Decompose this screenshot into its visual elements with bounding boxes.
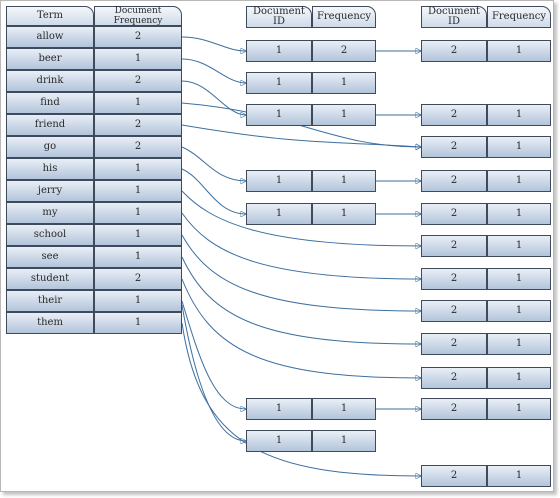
arrow-drink bbox=[181, 80, 246, 115]
arrow-their bbox=[181, 300, 246, 409]
doc2-document-id-header: Document ID bbox=[421, 6, 487, 28]
posting-doc1-beer-1-doc-id: 1 bbox=[246, 72, 312, 94]
posting-doc2-see-8-doc-id: 2 bbox=[421, 333, 487, 355]
document-frequency-cell-jerry: 1 bbox=[94, 180, 182, 202]
document-frequency-cell-my: 1 bbox=[94, 202, 182, 224]
posting-doc2-his-3-doc-id: 2 bbox=[421, 170, 487, 192]
arrow-allow bbox=[181, 36, 246, 51]
term-cell-friend: friend bbox=[6, 114, 94, 136]
doc2-frequency-header: Frequency bbox=[487, 6, 551, 28]
document-frequency-cell-student: 2 bbox=[94, 268, 182, 290]
posting-doc1-beer-1-freq: 1 bbox=[312, 72, 376, 94]
document-frequency-cell-see: 1 bbox=[94, 246, 182, 268]
term-cell-school: school bbox=[6, 224, 94, 246]
term-cell-their: their bbox=[6, 290, 94, 312]
term-cell-beer: beer bbox=[6, 48, 94, 70]
arrow-my bbox=[181, 212, 421, 279]
term-cell-allow: allow bbox=[6, 26, 94, 48]
term-cell-my: my bbox=[6, 202, 94, 224]
term-cell-his: his bbox=[6, 158, 94, 180]
posting-doc2-school-7-doc-id: 2 bbox=[421, 300, 487, 322]
posting-doc2-friend-2-doc-id: 2 bbox=[421, 136, 487, 158]
term-cell-jerry: jerry bbox=[6, 180, 94, 202]
posting-doc2-find-1-doc-id: 2 bbox=[421, 104, 487, 126]
posting-doc2-them-11-doc-id: 2 bbox=[421, 465, 487, 487]
posting-doc1-allow-0-freq: 2 bbox=[312, 40, 376, 62]
document-frequency-cell-their: 1 bbox=[94, 290, 182, 312]
posting-doc2-go-5-freq: 1 bbox=[487, 235, 551, 257]
term-cell-drink: drink bbox=[6, 70, 94, 92]
document-frequency-cell-school: 1 bbox=[94, 224, 182, 246]
arrow-jerry bbox=[181, 190, 421, 246]
posting-doc2-allow-0-freq: 1 bbox=[487, 40, 551, 62]
arrow-see bbox=[181, 256, 421, 344]
posting-doc2-my-6-doc-id: 2 bbox=[421, 268, 487, 290]
document-frequency-cell-go: 2 bbox=[94, 136, 182, 158]
arrow-beer bbox=[181, 58, 246, 83]
posting-doc1-his-3-freq: 1 bbox=[312, 170, 376, 192]
posting-doc2-friend-9-freq: 1 bbox=[487, 367, 551, 389]
posting-doc2-find-1-freq: 1 bbox=[487, 104, 551, 126]
arrow-friend bbox=[181, 124, 421, 147]
posting-doc1-his-3-doc-id: 1 bbox=[246, 170, 312, 192]
arrow-go bbox=[181, 146, 246, 181]
posting-doc1-jerry-4-doc-id: 1 bbox=[246, 203, 312, 225]
posting-doc1-drink-2-doc-id: 1 bbox=[246, 104, 312, 126]
term-cell-them: them bbox=[6, 312, 94, 334]
term-cell-see: see bbox=[6, 246, 94, 268]
posting-doc1-student-5-freq: 1 bbox=[312, 398, 376, 420]
document-frequency-column-header: Document Frequency bbox=[94, 6, 182, 26]
posting-doc2-friend-9-doc-id: 2 bbox=[421, 367, 487, 389]
posting-doc2-jerry-4-doc-id: 2 bbox=[421, 203, 487, 225]
posting-doc2-jerry-4-freq: 1 bbox=[487, 203, 551, 225]
term-cell-student: student bbox=[6, 268, 94, 290]
arrow-his bbox=[181, 168, 246, 214]
posting-doc2-student-10-freq: 1 bbox=[487, 398, 551, 420]
arrow-their-2 bbox=[181, 304, 246, 441]
term-cell-go: go bbox=[6, 136, 94, 158]
posting-doc2-them-11-freq: 1 bbox=[487, 465, 551, 487]
posting-doc2-school-7-freq: 1 bbox=[487, 300, 551, 322]
document-frequency-cell-his: 1 bbox=[94, 158, 182, 180]
posting-doc2-his-3-freq: 1 bbox=[487, 170, 551, 192]
posting-doc2-see-8-freq: 1 bbox=[487, 333, 551, 355]
doc1-document-id-header: Document ID bbox=[246, 6, 312, 28]
posting-doc2-friend-2-freq: 1 bbox=[487, 136, 551, 158]
posting-doc1-allow-0-doc-id: 1 bbox=[246, 40, 312, 62]
posting-doc2-student-10-doc-id: 2 bbox=[421, 398, 487, 420]
document-frequency-cell-friend: 2 bbox=[94, 114, 182, 136]
document-frequency-cell-them: 1 bbox=[94, 312, 182, 334]
posting-doc1-their-6-doc-id: 1 bbox=[246, 430, 312, 452]
posting-doc2-allow-0-doc-id: 2 bbox=[421, 40, 487, 62]
document-frequency-cell-drink: 2 bbox=[94, 70, 182, 92]
document-frequency-cell-allow: 2 bbox=[94, 26, 182, 48]
term-cell-find: find bbox=[6, 92, 94, 114]
posting-doc1-student-5-doc-id: 1 bbox=[246, 398, 312, 420]
term-column-header: Term bbox=[6, 6, 94, 26]
arrow-school bbox=[181, 234, 421, 311]
doc1-frequency-header: Frequency bbox=[312, 6, 376, 28]
posting-doc1-drink-2-freq: 1 bbox=[312, 104, 376, 126]
posting-doc2-go-5-doc-id: 2 bbox=[421, 235, 487, 257]
posting-doc1-their-6-freq: 1 bbox=[312, 430, 376, 452]
document-frequency-cell-find: 1 bbox=[94, 92, 182, 114]
posting-doc2-my-6-freq: 1 bbox=[487, 268, 551, 290]
posting-doc1-jerry-4-freq: 1 bbox=[312, 203, 376, 225]
document-frequency-cell-beer: 1 bbox=[94, 48, 182, 70]
arrow-student bbox=[181, 278, 421, 378]
